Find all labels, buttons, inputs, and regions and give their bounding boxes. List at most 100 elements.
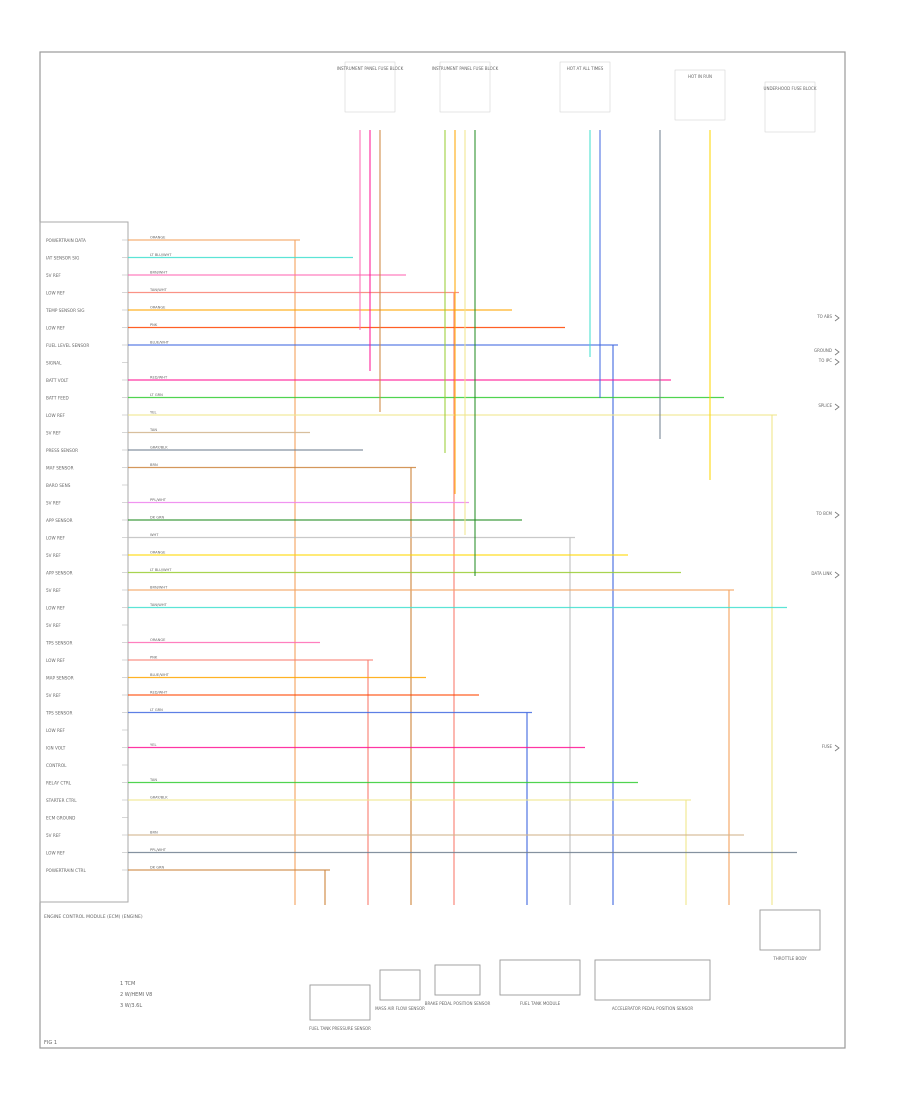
arrow-right-icon <box>834 744 840 752</box>
ecm-pin-label: 5V REF <box>46 273 61 278</box>
ecm-pin-label: RELAY CTRL <box>46 781 72 786</box>
component-box <box>759 909 821 951</box>
component-label: BRAKE PEDAL POSITION SENSOR <box>425 1001 491 1006</box>
wire-color-label: LT GRN <box>150 708 163 712</box>
top-connector-box <box>764 81 816 133</box>
right-side-references: TO ABS GROUND TO IPC SPLICE TO BCM DATA LINK F… <box>811 314 840 752</box>
wire-color-label: ORANGE <box>150 306 166 310</box>
wire-color-label: GRAY/BLK <box>150 796 168 800</box>
component-label: MASS AIR FLOW SENSOR <box>375 1006 425 1011</box>
wire-color-label: TAN/WHT <box>149 603 168 607</box>
ecm-pin-label: CONTROL <box>46 763 67 768</box>
wire-color-label: PNK <box>150 323 158 327</box>
component-box <box>499 959 581 996</box>
ecm-pin-label: 5V REF <box>46 623 61 628</box>
ecm-pin-label: 5V REF <box>46 693 61 698</box>
top-connector-box <box>439 61 491 113</box>
wire-color-label: LT GRN <box>150 393 163 397</box>
top-connector-label: UNDERHOOD FUSE BLOCK <box>764 86 817 91</box>
legend: 1 TCM 2 W/HEMI V8 3 W/3.6L <box>120 981 152 1009</box>
ecm-pin-label: LOW REF <box>46 326 66 331</box>
wire-color-label: PPL/WHT <box>150 848 167 852</box>
top-connector-box <box>559 61 611 113</box>
legend-item-3: 3 W/3.6L <box>120 1003 142 1009</box>
ecm-pin-label: LOW REF <box>46 291 66 296</box>
wire-color-label: RED/WHT <box>150 691 168 695</box>
ecm-pin-label: IGN VOLT <box>46 746 66 751</box>
arrow-right-icon <box>834 358 840 366</box>
ecm-pin-label: LOW REF <box>46 413 66 418</box>
ecm-module-label: ENGINE CONTROL MODULE (ECM) (ENGINE) <box>44 914 143 920</box>
wire-color-label: BRN/WHT <box>150 271 168 275</box>
ecm-pin-label: 5V REF <box>46 501 61 506</box>
ecm-pin-label: 5V REF <box>46 553 61 558</box>
right-ref-label: DATA LINK <box>811 571 832 576</box>
right-ref-label: SPLICE <box>818 403 832 408</box>
wire-color-label: TAN/WHT <box>149 288 168 292</box>
ecm-pin-label: IAT SENSOR SIG <box>46 256 79 261</box>
wire-color-label: BRN <box>150 463 158 467</box>
ecm-pin-label: TPS SENSOR <box>45 711 72 716</box>
wire-color-label: TAN <box>149 778 157 782</box>
wire-color-label: TAN <box>149 428 157 432</box>
arrow-right-icon <box>834 348 840 356</box>
ecm-pin-label: TPS SENSOR <box>45 641 72 646</box>
ecm-pin-label: LOW REF <box>46 658 66 663</box>
ecm-pin-label: FUEL LEVEL SENSOR <box>46 343 89 348</box>
arrow-right-icon <box>834 314 840 322</box>
wire-color-label: BLUE/WHT <box>150 341 170 345</box>
wire-color-label: PPL/WHT <box>150 498 167 502</box>
ecm-pin-label: BARO SENS <box>46 483 71 488</box>
legend-item-2: 2 W/HEMI V8 <box>120 992 152 998</box>
right-ref-label: FUSE <box>822 744 833 749</box>
ecm-pin-label: 5V REF <box>46 588 61 593</box>
wire-color-label: LT BLU/WHT <box>150 568 172 572</box>
wire-color-label: BLUE/WHT <box>150 673 170 677</box>
component-label: FUEL TANK MODULE <box>520 1001 561 1006</box>
ecm-pin-label: APP SENSOR <box>46 518 73 523</box>
component-box <box>594 959 711 1001</box>
ecm-pin-label: MAF SENSOR <box>46 466 74 471</box>
component-box <box>379 969 421 1001</box>
ecm-pin-label: BATT VOLT <box>46 378 69 383</box>
component-box <box>434 964 481 996</box>
wire-color-label: GRAY/BLK <box>150 446 168 450</box>
wire-color-label: PNK <box>150 656 158 660</box>
ecm-pin-label: PRESS SENSOR <box>46 448 78 453</box>
wire-color-label: DK GRN <box>150 516 165 520</box>
arrow-right-icon <box>834 403 840 411</box>
right-ref-label: GROUND <box>814 348 832 353</box>
legend-item-1: 1 TCM <box>120 981 135 987</box>
wire-harness: ORANGE LT BLU/WHT BRN/WHT TAN/WHT ORANGE PNK B… <box>128 130 797 905</box>
arrow-right-icon <box>834 571 840 579</box>
component-label: THROTTLE BODY <box>772 956 807 961</box>
ecm-pin-label: SIGNAL <box>46 361 62 366</box>
ecm-pin-label: APP SENSOR <box>46 571 73 576</box>
ecm-pin-label: BATT FEED <box>46 396 69 401</box>
ecm-pin-label: POWERTRAIN CTRL <box>46 868 86 873</box>
ecm-pin-label: TEMP SENSOR SIG <box>45 308 84 313</box>
right-ref-label: TO IPC <box>818 358 832 363</box>
right-ref-label: TO ABS <box>816 314 832 319</box>
figure-id: FIG 1 <box>44 1040 57 1046</box>
top-connector-label: HOT AT ALL TIMES <box>567 66 604 71</box>
ecm-pin-label: STARTER CTRL <box>46 798 77 803</box>
wire-color-label: ORANGE <box>150 551 166 555</box>
wire-color-label: BRN <box>150 831 158 835</box>
ecm-pin-label: LOW REF <box>46 851 66 856</box>
component-box <box>309 984 371 1021</box>
wire-color-label: YEL <box>150 743 156 747</box>
ecm-pin-label: 5V REF <box>46 833 61 838</box>
arrow-right-icon <box>834 511 840 519</box>
component-label: ACCELERATOR PEDAL POSITION SENSOR <box>612 1006 693 1011</box>
ecm-pin-label: 5V REF <box>46 431 61 436</box>
right-ref-label: TO BCM <box>815 511 832 516</box>
wire-color-label: RED/WHT <box>150 376 168 380</box>
top-connector-label: INSTRUMENT PANEL FUSE BLOCK <box>337 66 404 71</box>
wire-color-label: DK GRN <box>150 866 165 870</box>
ecm-pin-label: LOW REF <box>46 536 66 541</box>
component-label: FUEL TANK PRESSURE SENSOR <box>309 1026 371 1031</box>
